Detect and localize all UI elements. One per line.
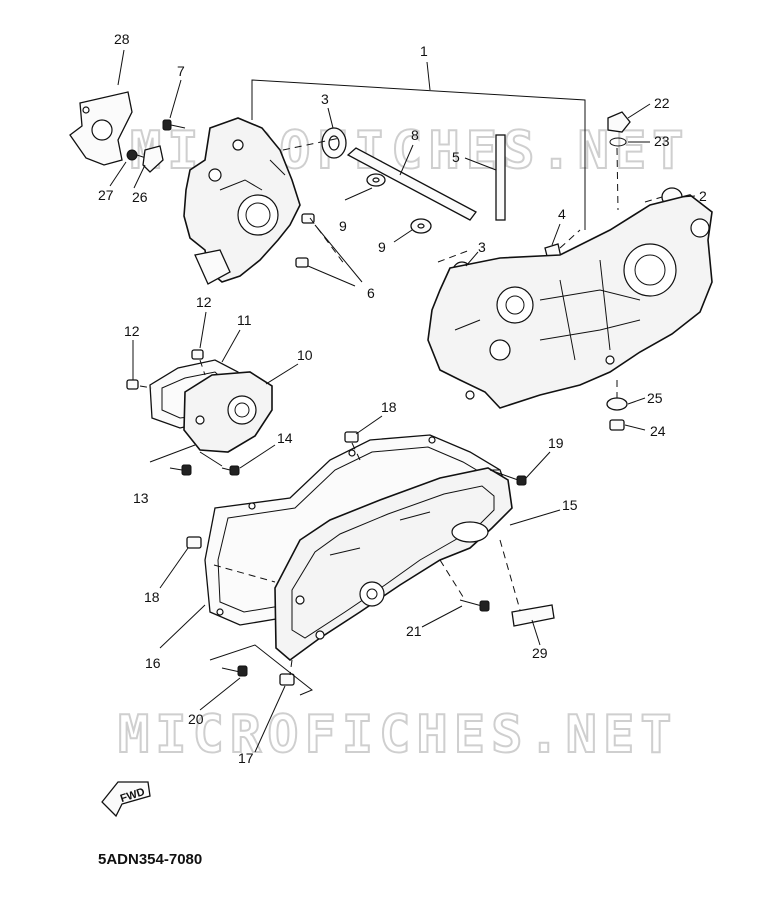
part-7-bolt: [162, 119, 186, 131]
callout-7: 7: [177, 63, 185, 79]
callout-23: 23: [654, 133, 670, 149]
part-17-dowel: [279, 673, 295, 686]
callout-5: 5: [452, 149, 460, 165]
part-13-14-bracket: [149, 444, 223, 467]
callout-4: 4: [558, 206, 566, 222]
fwd-arrow-icon: FWD: [101, 781, 151, 818]
part-18-dowel-upper: [344, 431, 359, 443]
leader-lines: [109, 49, 696, 753]
part-12-dowel-b: [126, 379, 139, 390]
part-10-pump-cover: [183, 371, 273, 453]
part-21-bolt: [459, 599, 490, 612]
part-18-dowel-lower: [186, 536, 202, 549]
part-8-shaft: [346, 147, 477, 221]
watermark-bottom: MICROFICHES.NET: [118, 705, 678, 765]
part-9-washer-upper: [366, 173, 386, 187]
part-28-plate: [69, 91, 133, 166]
part-22-cap: [607, 111, 631, 133]
callout-10: 10: [297, 347, 313, 363]
callout-21: 21: [406, 623, 422, 639]
part-3-bearing-upper: [321, 127, 347, 159]
callout-25: 25: [647, 390, 663, 406]
part-6-bracket: [307, 224, 363, 287]
left-crankcase-half: [183, 117, 301, 285]
right-crankcase-half: [427, 194, 713, 409]
callout-12-left: 12: [124, 323, 140, 339]
callout-1: 1: [420, 43, 428, 59]
callout-16: 16: [145, 655, 161, 671]
callout-2: 2: [699, 188, 707, 204]
diagram-code: 5ADN354-7080: [98, 851, 203, 868]
callout-20: 20: [188, 711, 204, 727]
callout-18-lower: 18: [144, 589, 160, 605]
part-20-bolt: [221, 665, 248, 677]
callout-8: 8: [411, 127, 419, 143]
callout-19: 19: [548, 435, 564, 451]
callout-11: 11: [237, 312, 252, 328]
callout-3-lower: 3: [478, 239, 486, 255]
callout-9-lower: 9: [378, 239, 386, 255]
part-24-plug: [609, 419, 625, 431]
callout-18-upper: 18: [381, 399, 397, 415]
callout-22: 22: [654, 95, 670, 111]
part-1-bracket: [251, 61, 586, 230]
part-13-bolt: [169, 464, 192, 476]
part-17-20-bracket: [209, 644, 313, 696]
part-25-washer: [606, 397, 628, 411]
part-19-bolt: [489, 469, 527, 486]
part-23-oring: [609, 137, 627, 147]
callout-27: 27: [98, 187, 114, 203]
callout-12-upper: 12: [196, 294, 212, 310]
part-9-washer-lower: [410, 218, 432, 234]
callout-9-upper: 9: [339, 218, 347, 234]
part-26-bracket: [142, 145, 164, 173]
assembly-lines: [139, 137, 663, 676]
callout-26: 26: [132, 189, 148, 205]
part-14-bolt: [221, 465, 240, 476]
callout-17: 17: [238, 750, 254, 766]
callout-3-upper: 3: [321, 91, 329, 107]
callout-13: 13: [133, 490, 149, 506]
part-12-dowel-a: [191, 349, 204, 360]
part-15-crankcase-cover: [274, 467, 513, 662]
part-5-rod: [495, 134, 506, 221]
callout-15: 15: [562, 497, 578, 513]
callout-14: 14: [277, 430, 293, 446]
part-6-dowels: [295, 213, 315, 268]
callout-29: 29: [532, 645, 548, 661]
callouts: 1 2 3 3 4 5 6 7 8 9 9 10 11 12 12 13 14 …: [98, 31, 707, 766]
part-29-label: [511, 604, 555, 627]
callout-28: 28: [114, 31, 130, 47]
callout-24: 24: [650, 423, 666, 439]
callout-6: 6: [367, 285, 375, 301]
